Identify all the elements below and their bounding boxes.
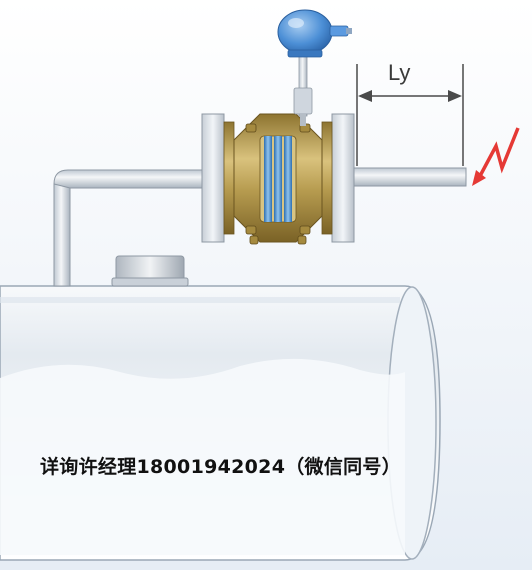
- dimension-ly: [356, 64, 464, 166]
- bypass-pipe: [53, 169, 206, 287]
- dimension-label: Ly: [388, 60, 411, 85]
- lightning-icon: [472, 127, 520, 186]
- pipe-plug: [111, 255, 189, 287]
- flowmeter-body: [201, 113, 355, 245]
- temperature-sensor-icon: [277, 9, 352, 126]
- outlet-pipe: [351, 167, 467, 187]
- contact-text: 详询许经理18001942024（微信同号）: [40, 456, 402, 478]
- main-pipe: [0, 285, 441, 561]
